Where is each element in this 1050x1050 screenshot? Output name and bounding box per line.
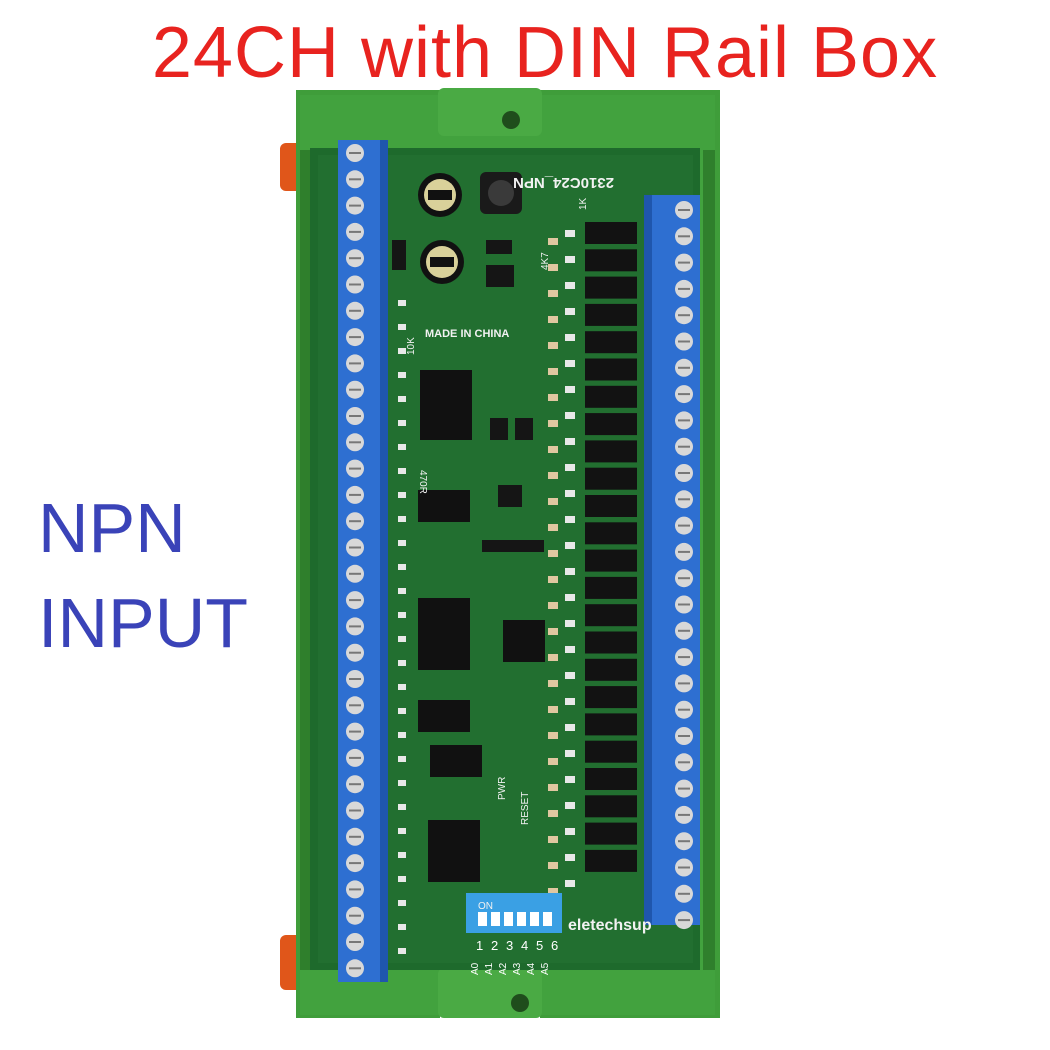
pwr-label: PWR: [497, 777, 508, 800]
optocoupler: [585, 658, 637, 681]
dip-number: 5: [536, 938, 543, 953]
optocoupler: [585, 604, 637, 627]
terminal-block-left: [338, 140, 388, 982]
headline-title: 24CH with DIN Rail Box: [151, 13, 939, 93]
dip-number: 2: [491, 938, 498, 953]
address-label: A3: [512, 962, 523, 975]
optocoupler: [585, 358, 637, 381]
dip-number: 4: [521, 938, 528, 953]
dip-key: [491, 912, 500, 926]
optocoupler: [585, 331, 637, 354]
address-label: A1: [484, 962, 495, 975]
optocoupler: [585, 495, 637, 517]
terminal-block-right: [644, 195, 700, 930]
optocoupler: [585, 822, 637, 845]
dip-number: 1: [476, 938, 483, 953]
dip-switch: [466, 893, 562, 933]
optocoupler-array: [585, 222, 637, 872]
resistor-label-10k: 10K: [406, 337, 417, 355]
electrolytic-capacitor-1: [418, 173, 462, 217]
dip-key: [478, 912, 487, 926]
dip-key: [530, 912, 539, 926]
side-label-npn: NPN: [38, 489, 186, 567]
address-label: A0: [470, 962, 481, 975]
dip-key: [517, 912, 526, 926]
mcu-chip: [503, 620, 545, 662]
optocoupler: [585, 686, 637, 709]
electrolytic-capacitor-2: [420, 240, 464, 284]
optocoupler: [585, 303, 637, 326]
dip-number: 6: [551, 938, 558, 953]
optocoupler: [585, 631, 637, 654]
ic-chip-1: [420, 370, 472, 440]
optocoupler: [585, 276, 637, 299]
resistor-label-1k: 1K: [578, 197, 589, 210]
optocoupler: [585, 849, 637, 872]
optocoupler: [585, 440, 637, 463]
enclosure-top-tab: [438, 88, 542, 136]
optocoupler: [585, 467, 637, 490]
ic-chip-6: [428, 820, 480, 882]
board-origin-label: MADE IN CHINA: [425, 328, 509, 340]
optocoupler: [585, 249, 637, 272]
optocoupler: [585, 549, 637, 572]
address-label: A2: [498, 962, 509, 975]
dip-number: 3: [506, 938, 513, 953]
optocoupler: [585, 713, 637, 736]
optocoupler: [585, 576, 637, 599]
brand-label: eletechsup: [568, 917, 652, 934]
optocoupler: [585, 522, 637, 545]
board-model-label: 2310C24_NPN: [513, 174, 614, 191]
reset-label: RESET: [520, 792, 531, 825]
side-label-input: INPUT: [38, 584, 248, 662]
ic-chip-2: [418, 490, 470, 522]
ic-chip-3: [418, 598, 470, 670]
optocoupler: [585, 795, 637, 818]
resistor-label-4k7: 4K7: [540, 252, 551, 270]
smd-components: [398, 230, 575, 954]
mount-hole-top: [502, 111, 520, 129]
resistor-label-470r: 470R: [417, 470, 428, 494]
optocoupler: [585, 768, 637, 790]
optocoupler: [585, 413, 637, 436]
optocoupler: [585, 385, 637, 408]
address-label: A4: [526, 962, 537, 975]
dip-key: [504, 912, 513, 926]
mount-hole-bottom: [511, 994, 529, 1012]
ic-chip-4: [418, 700, 470, 732]
address-label: A5: [540, 962, 551, 975]
dip-key: [543, 912, 552, 926]
dip-on-label: ON: [478, 901, 493, 912]
ic-chip-5: [430, 745, 482, 777]
optocoupler: [585, 740, 637, 763]
optocoupler: [585, 222, 637, 244]
